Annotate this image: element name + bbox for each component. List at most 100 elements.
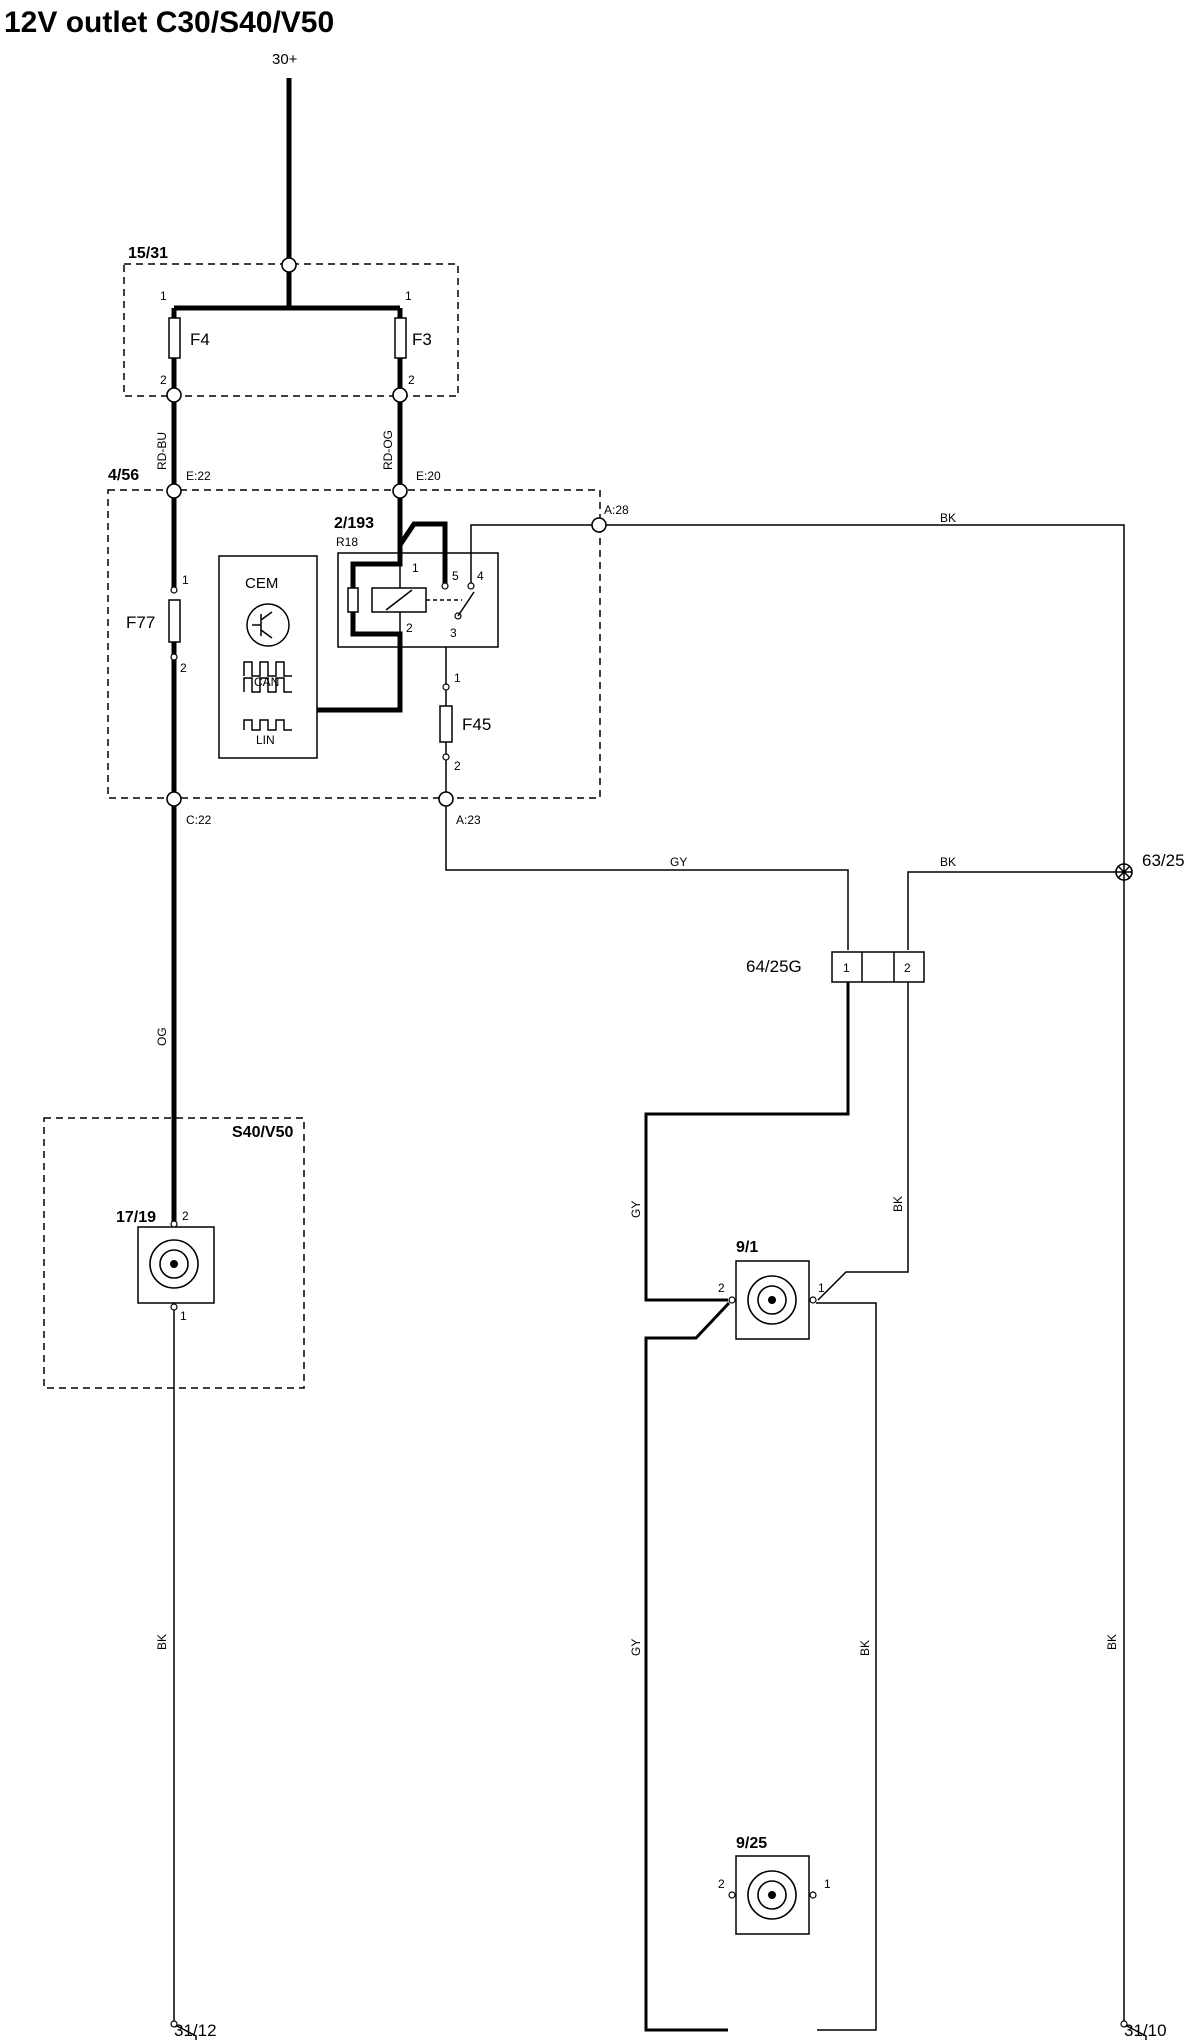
- f45-label: F45: [462, 715, 491, 734]
- ground-31-10-dot: [1120, 2020, 1128, 2028]
- outlet-17-19-ring-outer: [149, 1239, 199, 1289]
- relay-pin1: 1: [412, 561, 419, 575]
- relay-resistor: [347, 587, 359, 613]
- outlet-17-19-pin2-dot: [170, 1220, 178, 1228]
- connector-pin1: 1: [843, 961, 850, 975]
- wire-gy-a23: [445, 806, 849, 950]
- ground-31-12-dot: [170, 2020, 178, 2028]
- can-wave-bottom: [243, 677, 292, 693]
- outlet-17-19-pin1: 1: [180, 1309, 187, 1323]
- outlet-9-25-pin1-dot: [809, 1891, 817, 1899]
- node-c22: [166, 791, 182, 807]
- ground-point-symbol: [1116, 864, 1132, 880]
- ground-31-10-label: 31/10: [1124, 2021, 1167, 2040]
- f45-pin1-dot: [442, 683, 450, 691]
- fuse-f77: [168, 599, 181, 643]
- outlet-17-19-pin2: 2: [182, 1209, 189, 1223]
- e22-label: E:22: [186, 469, 211, 483]
- ground-31-12-label: 31/12: [174, 2021, 217, 2040]
- wire-bk-9-1-to-9-25: [816, 1302, 877, 2031]
- node-e22: [166, 483, 182, 499]
- cem-box-outline: [107, 489, 601, 799]
- relay-coil-diagonal: [385, 589, 413, 611]
- outlet-9-1-ring-inner: [757, 1285, 787, 1315]
- ground-31-12-symbol: [176, 2025, 197, 2040]
- outlet-9-1-id: 9/1: [736, 1239, 758, 1256]
- fuse-f3: [394, 317, 407, 359]
- wire-gy-to-9-1: [644, 982, 850, 1302]
- fuse-f45: [439, 705, 453, 743]
- f45-pin2: 2: [454, 759, 461, 773]
- e20-label: E:20: [416, 469, 441, 483]
- f3-pin2: 2: [408, 373, 415, 387]
- f4-pin1: 1: [160, 289, 167, 303]
- ground-31-10-symbol: [1126, 2025, 1147, 2040]
- wire-bk-a28-label: BK: [940, 511, 956, 525]
- wire-bk-ground-connector: [907, 871, 1116, 950]
- relay-pin3: 3: [450, 626, 457, 640]
- connector-pin2: 2: [904, 961, 911, 975]
- f4-label: F4: [190, 330, 210, 349]
- can-wave-top: [243, 661, 292, 677]
- relay-contact4-wire: [470, 524, 592, 583]
- wire-gy-lower-label: GY: [629, 1639, 643, 1656]
- outlet-17-19-pin1-dot: [170, 1303, 178, 1311]
- node-a28: [591, 517, 607, 533]
- f45-pin1: 1: [454, 671, 461, 685]
- f4-output-node: [166, 387, 182, 403]
- wire-rd-og-label: RD-OG: [381, 430, 395, 470]
- outlet-17-19-id: 17/19: [116, 1209, 156, 1226]
- diagram-title: 12V outlet C30/S40/V50: [4, 6, 334, 39]
- relay-pin2: 2: [406, 621, 413, 635]
- f77-pin2-dot: [170, 653, 178, 661]
- supply-label: 30+: [272, 51, 298, 68]
- outlet-9-25-id: 9/25: [736, 1835, 767, 1852]
- outlet-9-25-pin1: 1: [824, 1877, 831, 1891]
- wire-bk-a28: [606, 524, 1125, 2025]
- f4-pin2: 2: [160, 373, 167, 387]
- outlet-9-1-ring-outer: [747, 1275, 797, 1325]
- f45-pin2-dot: [442, 753, 450, 761]
- ground-point-label: 63/25: [1142, 851, 1185, 870]
- node-a23: [438, 791, 454, 807]
- f77-pin2: 2: [180, 661, 187, 675]
- wire-bk-right-label: BK: [1105, 1634, 1119, 1650]
- transistor-symbol: [252, 611, 273, 639]
- outlet-9-25-ring-inner: [757, 1880, 787, 1910]
- fusebox-input-node: [281, 257, 297, 273]
- fusebox-outline: [123, 263, 459, 397]
- lin-label: LIN: [256, 733, 275, 747]
- cem-label: CEM: [245, 575, 278, 592]
- connector-id: 64/25G: [746, 957, 802, 976]
- outlet-9-25-pin2: 2: [718, 1877, 725, 1891]
- wire-bk-to-9-1: [817, 982, 909, 1301]
- wire-og-label: OG: [155, 1027, 169, 1046]
- wire-gy-9-1-to-9-25: [644, 1301, 731, 2032]
- relay-pin5: 5: [452, 569, 459, 583]
- f3-output-node: [392, 387, 408, 403]
- outlet-17-19-ring-inner: [159, 1249, 189, 1279]
- c22-label: C:22: [186, 813, 212, 827]
- outlet-9-1-pin2-dot: [728, 1296, 736, 1304]
- fusebox-id: 15/31: [128, 245, 168, 262]
- connector-body: [831, 951, 925, 983]
- fuse-f4: [168, 317, 181, 359]
- relay-contact5-feed: [397, 521, 448, 584]
- outlet-9-1-pin1-dot: [809, 1296, 817, 1304]
- relay-ref: R18: [336, 535, 358, 549]
- relay-id: 2/193: [334, 515, 374, 532]
- relay-pin4: 4: [477, 569, 484, 583]
- outlet-9-25-pin2-dot: [728, 1891, 736, 1899]
- wire-rd-bu-label: RD-BU: [155, 432, 169, 470]
- wire-gy-mid-label: GY: [629, 1201, 643, 1218]
- wire-gy-top-label: GY: [670, 855, 687, 869]
- f3-label: F3: [412, 330, 432, 349]
- a23-label: A:23: [456, 813, 481, 827]
- outlet-9-25-center: [768, 1891, 776, 1899]
- outlet-9-1-center: [768, 1296, 776, 1304]
- lin-wave: [243, 719, 292, 731]
- wire-bk-mid-label: BK: [891, 1196, 905, 1212]
- outlet-9-1-pin2: 2: [718, 1281, 725, 1295]
- cem-box-id: 4/56: [108, 467, 139, 484]
